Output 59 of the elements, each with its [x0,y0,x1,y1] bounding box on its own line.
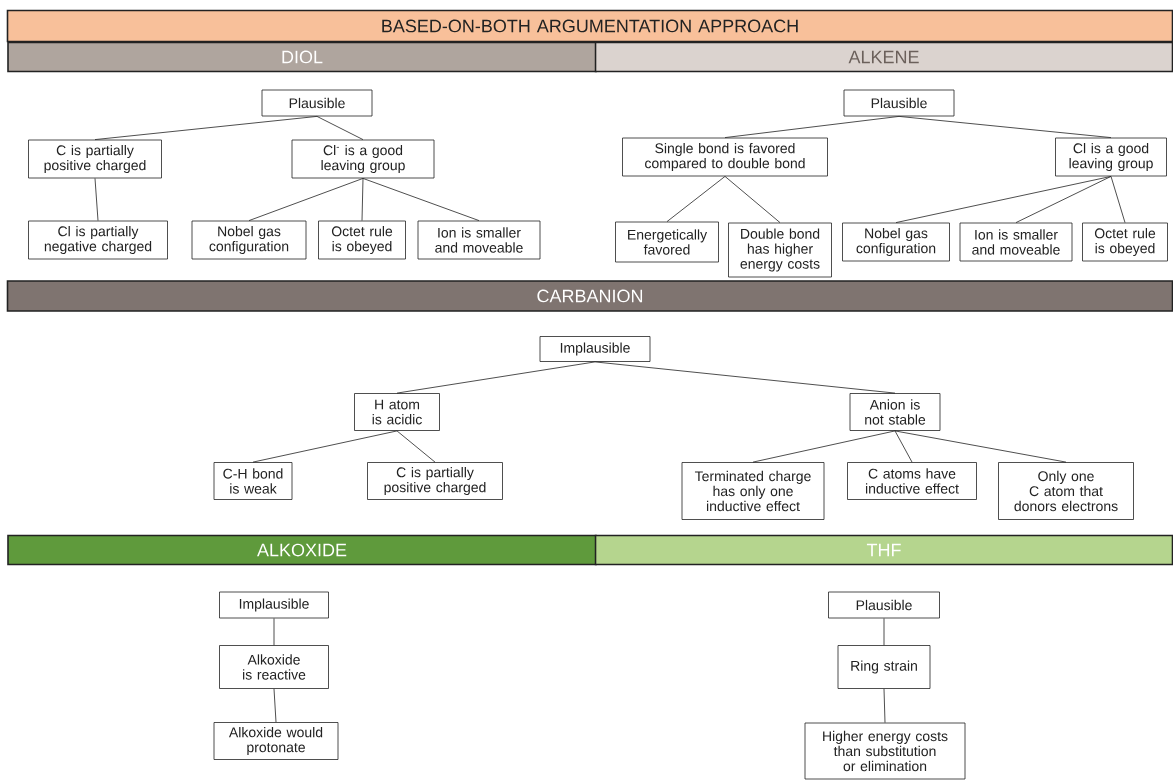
argument-box: Nobel gas configuration [842,222,950,262]
connector-line [724,116,900,138]
section-banner: ALKOXIDE [7,534,597,566]
argument-box: Only one C atom that donors electrons [998,462,1134,520]
connector-line [894,430,1067,463]
connector-line [752,430,896,463]
argument-box: Ring strain [837,645,931,689]
connector-line [361,178,364,221]
argument-box: Octet rule is obeyed [318,220,406,260]
connector-line [883,618,885,646]
connector-line [273,618,275,646]
argument-box: Terminated charge has only one inductive effect [681,462,825,520]
connector-line [594,361,896,394]
argument-box: Alkoxide is reactive [219,645,329,689]
argument-box: Octet rule is obeyed [1082,222,1168,262]
argument-box: Alkoxide would protonate [213,722,339,760]
connector-line [895,176,1112,223]
connector-line [94,178,99,221]
connector-line [252,430,398,463]
argument-box: Higher energy costs than substitution or elimination [804,722,966,780]
connector-line [362,178,480,221]
section-banner: THF [594,534,1173,566]
argument-box: C-H bond is weak [213,462,293,500]
connector-line [666,176,726,222]
argument-box: Plausible [828,591,940,619]
section-banner: BASED-ON-BOTH ARGUMENTATION APPROACH [6,9,1173,43]
argument-box: H atom is acidic [354,393,440,431]
argument-box: Cl is partially negative charged [28,220,168,260]
connector-line [1110,176,1126,223]
connector-line [724,176,781,223]
argument-box: Energetically favored [615,221,719,263]
argument-box: Double bond has higher energy costs [728,222,832,278]
argument-box: Plausible [261,89,373,117]
connector-line [1015,176,1112,223]
argument-box: Implausible [219,591,329,619]
connector-line [94,116,318,140]
argument-box: C is partially positive charged [367,462,503,500]
connector-line [883,688,886,723]
argument-box: C is partially positive charged [28,139,162,179]
section-banner: DIOL [7,41,597,73]
argument-box: Plausible [843,89,955,117]
argument-box: Anion is not stable [849,393,941,431]
connector-line [898,116,1112,138]
argument-box: Nobel gas configuration [191,220,307,260]
argument-box: Ion is smaller and moveable [959,222,1073,262]
argument-box: Cl$^{-}$ is a good leaving group [291,139,435,179]
argument-box: Implausible [539,336,651,362]
section-banner: CARBANION [6,280,1173,312]
connector-line [396,361,596,394]
connector-line [248,178,364,221]
argument-box: Single bond is favored compared to double bond [622,137,828,177]
connector-line [316,116,364,140]
connector-line [894,430,913,463]
argument-box: C atoms have inductive effect [847,462,977,500]
argument-box: Ion is smaller and moveable [417,220,541,260]
connector-line [396,430,436,463]
connector-line [273,688,277,723]
section-banner: ALKENE [594,41,1173,73]
argument-box: Cl is a good leaving group [1055,137,1167,177]
